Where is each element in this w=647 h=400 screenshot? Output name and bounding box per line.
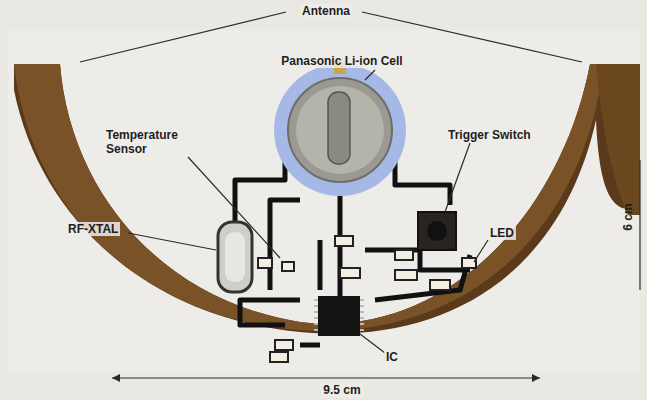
crystal-label: RF-XTAL [66, 222, 120, 236]
led-label: LED [488, 226, 516, 240]
dimension-label: 6 cm [621, 203, 635, 230]
antenna-label: Antenna [300, 4, 352, 18]
sensor-label: Temperature Sensor [104, 128, 194, 156]
ic-label: IC [384, 350, 400, 364]
dimension-label: 9.5 cm [321, 383, 362, 397]
battery-label: Panasonic Li-ion Cell [279, 54, 404, 68]
switch-label: Trigger Switch [446, 128, 533, 142]
